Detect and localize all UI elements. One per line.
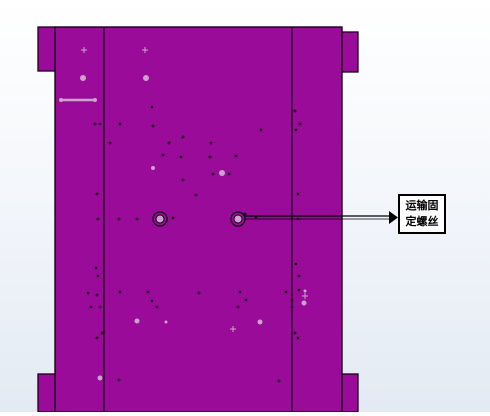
screw-hole — [171, 216, 175, 220]
guide-rod-end — [93, 98, 97, 102]
center-mark-icon — [230, 326, 236, 332]
screw-hole — [179, 155, 183, 159]
screw-hole — [294, 128, 298, 132]
screw-hole — [167, 141, 171, 145]
bottom-left-ear — [37, 373, 56, 413]
pin-hole — [151, 166, 155, 170]
center-mark-icon — [302, 293, 308, 299]
pin-hole — [301, 300, 307, 306]
screw-hole — [96, 274, 100, 278]
screw-hole — [238, 290, 242, 294]
screw-hole — [293, 109, 297, 113]
transport-screw-right[interactable] — [230, 211, 246, 227]
screw-hole — [277, 379, 281, 383]
screw-hole — [227, 172, 231, 176]
screw-hole — [95, 192, 99, 196]
screw-hole — [244, 298, 248, 302]
screw-hole — [155, 305, 159, 309]
screw-hole — [236, 305, 240, 309]
screw-hole — [293, 331, 297, 335]
screw-hole — [86, 291, 90, 295]
screw-hole — [89, 305, 93, 309]
pin-hole — [134, 318, 140, 324]
pin-hole — [143, 75, 149, 81]
pin-hole — [303, 289, 307, 293]
screw-hole — [94, 266, 98, 270]
screw-hole — [135, 217, 139, 221]
screw-hole — [100, 331, 104, 335]
screw-hole — [98, 122, 102, 126]
screw-hole — [161, 153, 165, 157]
screw-hole — [284, 290, 288, 294]
callout-line-2: 定螺丝 — [405, 215, 439, 228]
callout-arrow-icon — [389, 211, 398, 224]
screw-hole — [259, 128, 263, 132]
screw-hole — [150, 299, 154, 303]
screw-hole — [297, 274, 301, 278]
screw-hole — [290, 298, 294, 302]
bottom-right-ear — [341, 373, 359, 413]
screw-hole — [208, 155, 212, 159]
main-plate — [54, 26, 343, 413]
screw-hole — [108, 141, 112, 145]
screw-hole — [181, 135, 185, 139]
screw-hole — [181, 178, 185, 182]
guide-rod-end — [59, 98, 63, 102]
pin-hole — [80, 75, 86, 81]
screw-hole — [117, 378, 121, 382]
pin-hole — [257, 319, 263, 325]
pin-hole — [164, 320, 168, 324]
screw-hole — [211, 172, 215, 176]
top-right-ear — [341, 31, 359, 73]
screw-hole — [151, 124, 155, 128]
screw-hole — [296, 192, 300, 196]
screw-hole — [297, 288, 301, 292]
screw-hole — [93, 122, 97, 126]
screw-hole — [98, 305, 102, 309]
screw-hole — [296, 336, 300, 340]
screw-hole — [150, 105, 154, 109]
pin-hole — [219, 170, 225, 176]
screw-hole — [209, 141, 213, 145]
screw-hole — [118, 122, 122, 126]
center-mark-icon — [81, 47, 87, 53]
center-mark-icon — [142, 47, 148, 53]
screw-hole — [117, 217, 121, 221]
screw-hole — [95, 293, 99, 297]
transport-screw-left[interactable] — [152, 211, 168, 227]
top-left-ear — [37, 26, 56, 72]
screw-hole — [197, 291, 201, 295]
callout-label: 运输固 定螺丝 — [398, 194, 446, 234]
screw-hole — [294, 262, 298, 266]
screw-hole — [146, 290, 150, 294]
screw-hole — [96, 217, 100, 221]
pin-hole — [97, 375, 103, 381]
screw-hole — [234, 154, 238, 158]
screw-hole — [118, 290, 122, 294]
callout-line-1: 运输固 — [405, 199, 439, 212]
screw-hole — [194, 193, 198, 197]
screw-hole — [298, 122, 302, 126]
screw-hole — [95, 336, 99, 340]
screw-hole — [290, 305, 294, 309]
